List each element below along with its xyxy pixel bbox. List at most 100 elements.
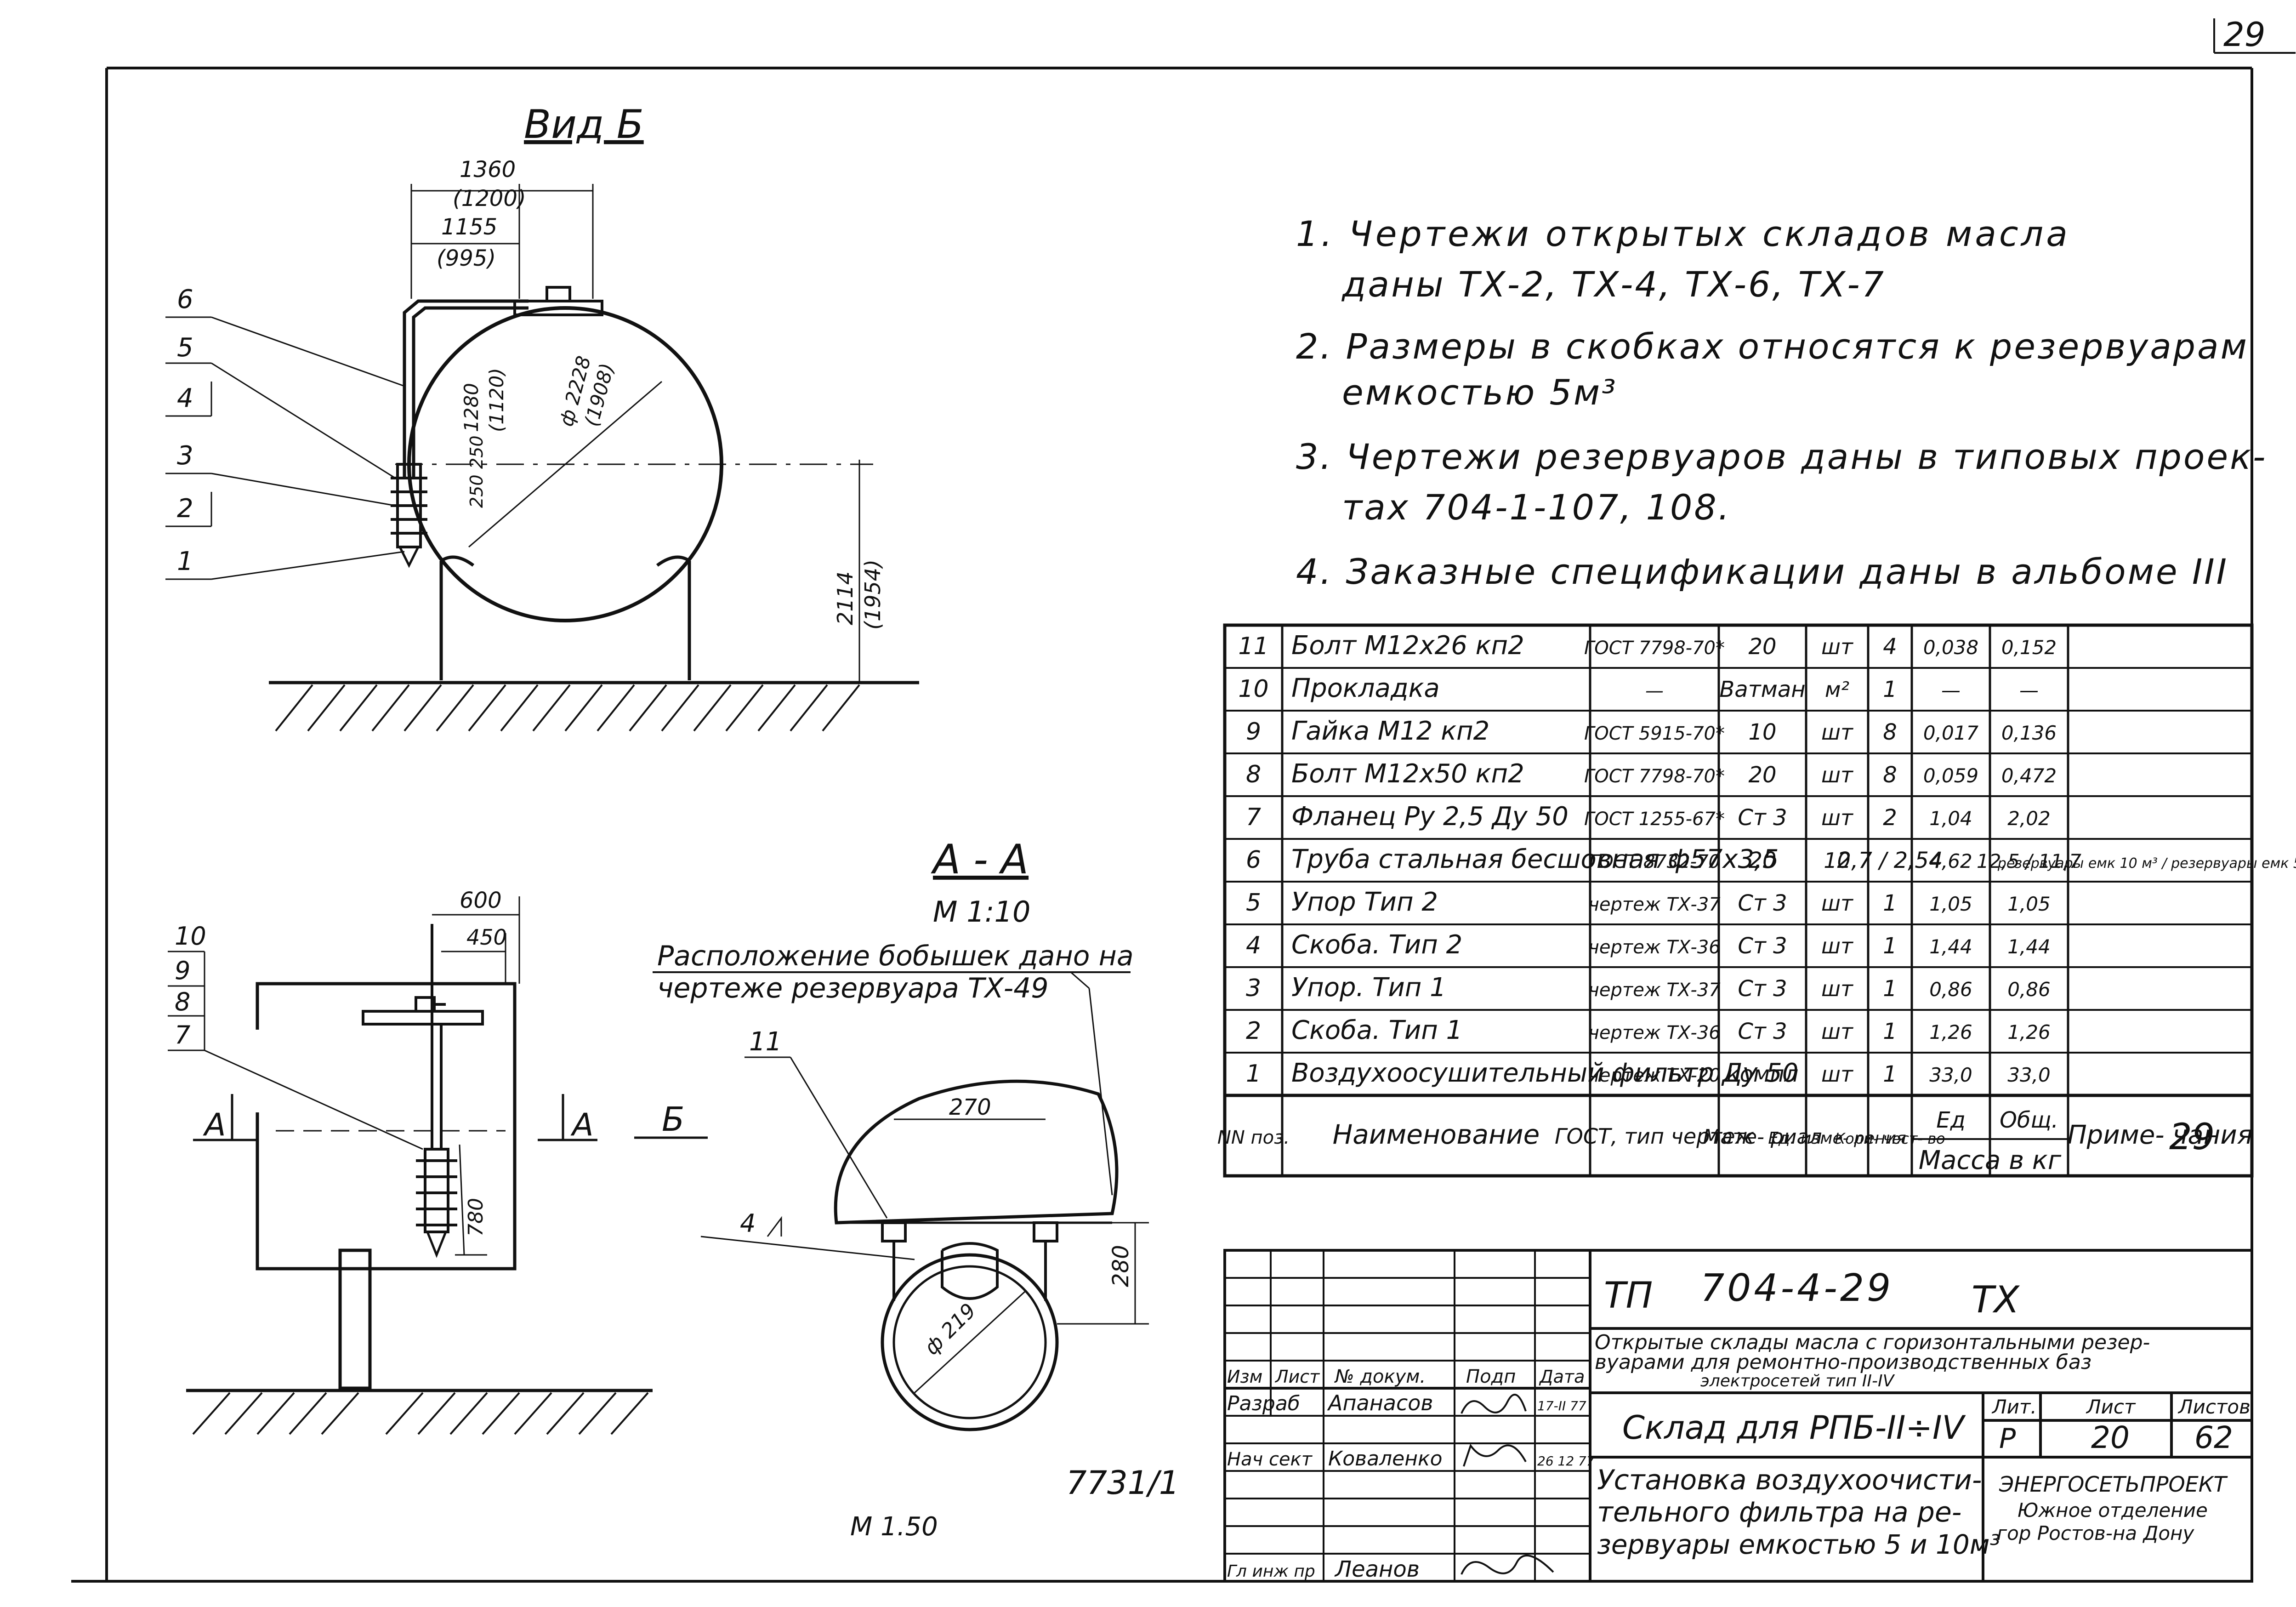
spec-cell-r10-c2: — (1645, 680, 1664, 701)
page-number: 29 (2223, 15, 2266, 54)
note-line-2: даны ТХ-2, ТХ-4, ТХ-6, ТХ-7 (1341, 264, 1886, 305)
tb-role-3: Гл инж пр (1227, 1562, 1315, 1581)
spec-cell-r11-c7: 0,152 (2001, 636, 2057, 659)
support-column-a (338, 1248, 372, 1390)
spec-cell-r2-c0: 2 (1246, 1017, 1261, 1045)
callout-5: 5 (177, 333, 193, 363)
top-flange-a (362, 1010, 484, 1026)
spec-cell-r9-c4: шт (1821, 720, 1853, 745)
dim-600: 600 (460, 888, 502, 913)
tb-col-izm: Изм (1227, 1367, 1262, 1387)
spec-cell-r7-c2: ГОСТ 1255-67* (1584, 809, 1725, 830)
spec-cell-r6-c1: Труба стальная бесшовная ф57х3,5 (1291, 844, 1779, 874)
tb-project-desc-3: электросетей тип II-IV (1700, 1372, 1895, 1390)
dim-1200: (1200) (453, 186, 526, 211)
section-marks-a (193, 1094, 708, 1141)
spec-cell-r2-c3: Ст 3 (1738, 1019, 1787, 1044)
spec-cell-r9-c7: 0,136 (2001, 722, 2057, 744)
callout-8: 8 (175, 987, 190, 1016)
spec-cell-r3-c5: 1 (1883, 976, 1897, 1002)
archive-number: 7731/1 (1066, 1464, 1179, 1502)
view-a: 600 450 780 А А Б 10 9 8 7 (168, 888, 708, 1435)
spec-cell-r2-c6: 1,26 (1929, 1021, 1972, 1043)
section-mark-b: Б (662, 1100, 684, 1139)
tb-code-tp: ТП (1604, 1275, 1653, 1316)
view-b-title: Вид Б (524, 102, 644, 148)
bracket-left (881, 1221, 907, 1242)
spec-cell-r6-c5: 2,7 / 2,54 (1837, 848, 1943, 873)
spec-cell-r3-c2: чертеж ТХ-37 (1588, 980, 1721, 1001)
spec-cell-r4-c2: чертеж ТХ-36 (1588, 937, 1720, 958)
spec-cell-r2-c7: 1,26 (2007, 1021, 2051, 1043)
spec-cell-r9-c2: ГОСТ 5915-70* (1584, 723, 1725, 744)
dim-1954: (1954) (860, 559, 885, 630)
spec-cell-r10-c7: — (2019, 679, 2039, 701)
dim-250a: 250 (466, 474, 487, 508)
tb-sheets-label: Листов (2177, 1396, 2251, 1418)
tb-project-desc-1: Открытые склады масла с горизонтальными … (1595, 1331, 2150, 1354)
spec-cell-r4-c3: Ст 3 (1738, 933, 1787, 959)
signature-3 (1461, 1555, 1554, 1575)
spec-cell-r5-c1: Упор Тип 2 (1291, 887, 1438, 917)
callout-6: 6 (177, 285, 193, 314)
callout-1: 1 (177, 547, 193, 576)
spec-cell-r4-c7: 1,44 (2007, 935, 2051, 958)
pipe-section-inner (892, 1265, 1047, 1419)
callout-9: 9 (175, 956, 190, 985)
tb-lit-label: Лит. (1991, 1396, 2037, 1418)
tb-role-2: Нач сект (1227, 1449, 1313, 1470)
view-b: Вид Б (165, 102, 919, 732)
spec-header-pos: NN поз. (1217, 1127, 1290, 1148)
tb-code-tx: ТХ (1972, 1278, 2020, 1321)
spec-header-mass_total: Общ. (2000, 1107, 2058, 1133)
tb-person-2: Коваленко (1328, 1447, 1443, 1470)
dim-270: 270 (949, 1094, 991, 1120)
spec-cell-r5-c5: 1 (1883, 890, 1897, 916)
callout-4-section: 4 (740, 1209, 756, 1238)
title-block: ТП 704-4-29 ТХ Открытые склады масла с г… (1223, 1249, 2253, 1583)
spec-cell-r1-c0: 1 (1246, 1060, 1261, 1088)
spec-cell-r10-c3: Ватман (1719, 677, 1805, 702)
spec-cell-r3-c4: шт (1821, 976, 1853, 1001)
filter-assembly-a (424, 1148, 449, 1233)
dim-1120: (1120) (485, 368, 508, 432)
spec-cell-r8-c7: 0,472 (2001, 764, 2057, 787)
spec-cell-r7-c6: 1,04 (1929, 807, 1972, 830)
spec-cell-r8-c2: ГОСТ 7798-70* (1584, 766, 1725, 787)
spec-cell-r11-c2: ГОСТ 7798-70* (1584, 638, 1725, 659)
spec-cell-r6-c8: резервуары емк 10 м³ / резервуары емк 5 … (1997, 855, 2296, 872)
spec-cell-r3-c0: 3 (1246, 974, 1261, 1002)
spec-cell-r2-c4: шт (1821, 1019, 1853, 1044)
circled-number: 29 (2169, 1117, 2215, 1158)
spec-cell-r11-c4: шт (1821, 634, 1853, 659)
callouts-view-b (165, 316, 405, 580)
spec-cell-r1-c6: 33,0 (1929, 1064, 1972, 1086)
spec-cell-r11-c3: 20 (1748, 634, 1776, 660)
callout-10: 10 (175, 922, 206, 951)
spec-cell-r5-c0: 5 (1246, 889, 1261, 917)
tb-col-sign: Подп (1466, 1366, 1516, 1387)
tb-col-doc: № докум. (1334, 1366, 1426, 1387)
section-mark-a-left: А (203, 1107, 226, 1143)
spec-cell-r9-c3: 10 (1748, 719, 1776, 745)
tb-col-list: Лист (1274, 1367, 1320, 1387)
spec-cell-r6-c3: 20 (1748, 848, 1776, 873)
spec-cell-r9-c0: 9 (1246, 718, 1261, 746)
note-line-6: тах 704-1-107, 108. (1342, 487, 1731, 528)
top-nozzle-b (546, 286, 571, 302)
callout-7: 7 (175, 1020, 190, 1049)
general-notes: 1. Чертежи открытых складов масла даны Т… (1296, 213, 2265, 592)
spec-cell-r11-c5: 4 (1883, 634, 1897, 660)
spec-cell-r2-c1: Скоба. Тип 1 (1291, 1015, 1462, 1045)
boss-note-line2: чертеже резервуара ТХ-49 (657, 972, 1049, 1004)
scale-bottom: М 1.50 (850, 1512, 938, 1542)
spec-cell-r10-c6: — (1941, 679, 1961, 701)
spec-header-doc: ГОСТ, тип чертеж (1555, 1124, 1754, 1149)
signature-2 (1463, 1443, 1527, 1467)
spec-cell-r10-c4: м² (1825, 677, 1849, 702)
dim-250b: 250 (466, 435, 487, 469)
spec-cell-r5-c4: шт (1821, 891, 1853, 916)
boss-note-line1: Расположение бобышек дано на (657, 940, 1134, 972)
spec-cell-r8-c6: 0,059 (1923, 764, 1978, 787)
spec-cell-r7-c1: Фланец Ру 2,5 Ду 50 (1291, 802, 1569, 832)
